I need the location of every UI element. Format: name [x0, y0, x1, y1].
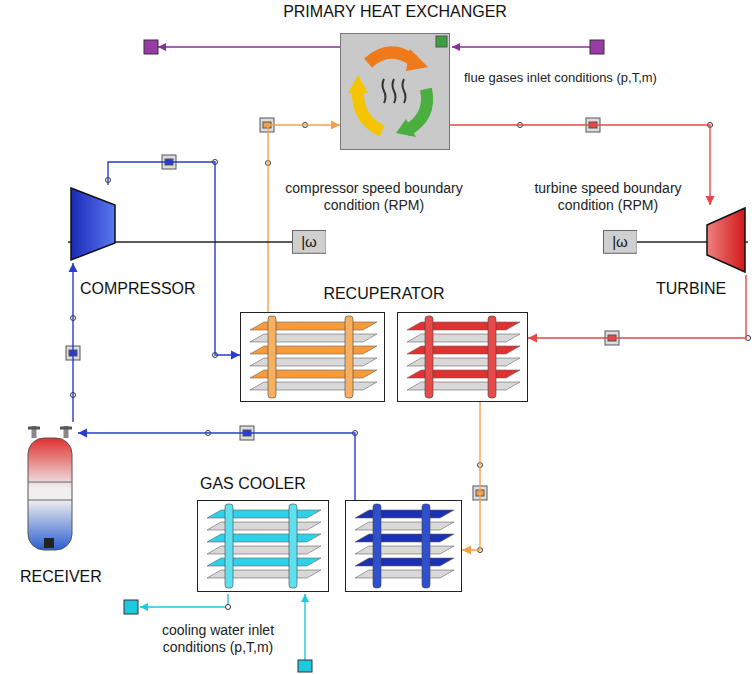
arrowhead [78, 429, 87, 438]
component-name: COMPRESSOR [80, 280, 196, 298]
component-name: RECUPERATOR [323, 285, 444, 303]
turbine: TURBINE [704, 205, 748, 275]
component-name: GAS COOLER [200, 475, 306, 493]
boundary-condition-note: turbine speed boundary condition (RPM) [520, 180, 696, 214]
arrowhead [462, 546, 471, 555]
connector-path [78, 433, 355, 500]
speed-symbol: |ω [612, 233, 628, 250]
boundary-condition-note: compressor speed boundary condition (RPM… [278, 180, 470, 214]
component-name: TURBINE [656, 280, 726, 298]
speed-symbol: |ω [301, 233, 317, 250]
water-arrow [301, 594, 309, 602]
recuperator: RECUPERATOR [240, 312, 528, 402]
heat-exchanger: PRIMARY HEAT EXCHANGER [340, 33, 450, 150]
speed-boundary-box: |ω [292, 230, 326, 254]
connector-path [268, 125, 340, 312]
connector-path [528, 275, 746, 338]
receiver-shape [22, 422, 78, 555]
water-outlet-port [124, 600, 138, 614]
sensor [66, 118, 619, 500]
recuperator-shape [240, 312, 528, 402]
flow-line [108, 162, 240, 360]
speed-boundary-box: |ω [603, 230, 637, 254]
boundary-condition-note: flue gases inlet conditions (p,T,m) [464, 70, 744, 86]
compressor-shape [68, 185, 118, 263]
arrowhead [706, 196, 715, 205]
connector-path [108, 162, 240, 355]
connector-path [72, 263, 73, 422]
component-name: RECEIVER [20, 568, 102, 586]
flow-line [528, 275, 746, 343]
flue-arrow [158, 43, 166, 51]
flow-line [69, 263, 78, 422]
flow-line [268, 121, 340, 313]
arrowhead [331, 121, 340, 130]
arrowhead [528, 334, 537, 343]
gas-cooler: GAS COOLER [197, 500, 462, 592]
connector-path [462, 402, 480, 550]
turbine-shape [704, 205, 748, 275]
arrowhead [231, 351, 240, 360]
water-arrow [140, 603, 148, 611]
junction-dot [71, 123, 751, 610]
water-inlet-port [298, 660, 312, 672]
flue-arrow [452, 43, 460, 51]
component-name: PRIMARY HEAT EXCHANGER [283, 3, 507, 21]
flue-gas-inlet-port [590, 40, 604, 54]
arrowhead [69, 263, 78, 272]
flue-gas-outlet-port [144, 40, 158, 54]
receiver: RECEIVER [22, 422, 78, 555]
gas-cooler-shape [197, 500, 462, 592]
flow-line [462, 402, 480, 555]
heat-exchanger-shape [340, 33, 450, 150]
boundary-condition-note: cooling water inlet conditions (p,T,m) [132, 622, 304, 656]
compressor: COMPRESSOR [68, 185, 118, 263]
flow-line [78, 429, 355, 501]
